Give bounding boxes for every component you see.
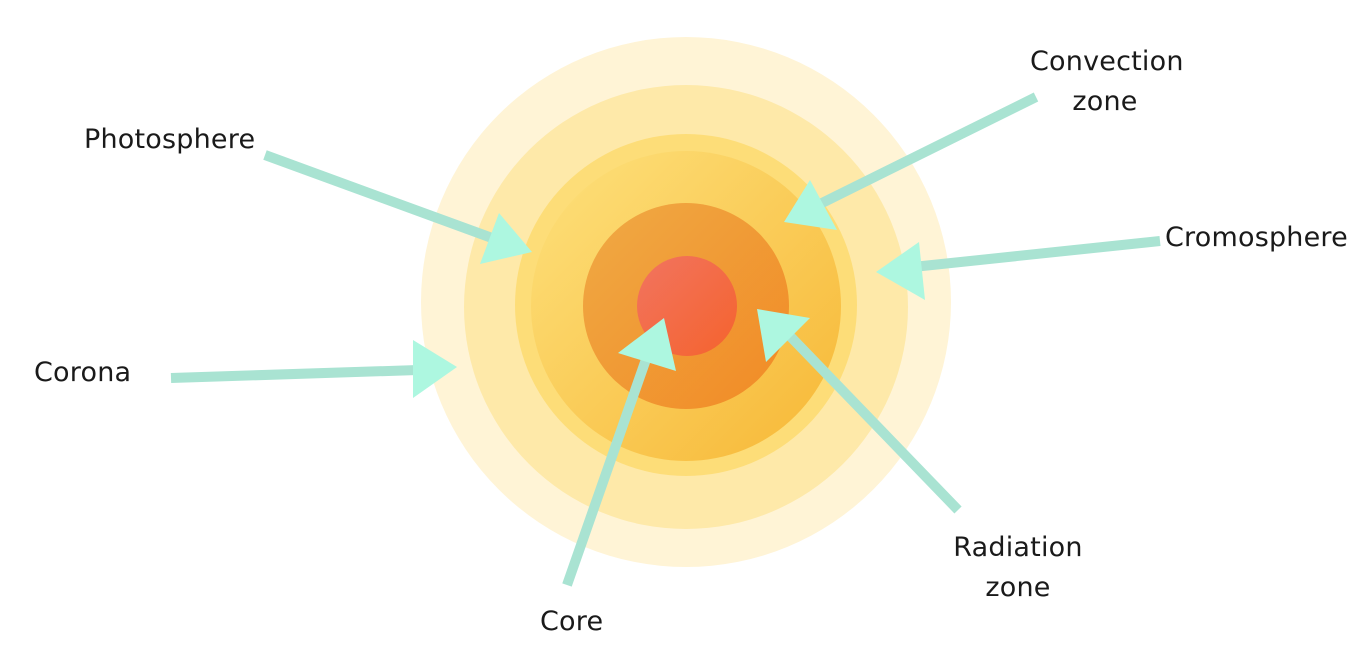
radiation-zone-label: Radiation zone: [948, 528, 1088, 608]
photosphere-arrow: [263, 150, 532, 264]
core-arrow: [562, 318, 676, 587]
convection-zone-label: Convection zone: [1030, 42, 1184, 122]
corona-label: Corona: [34, 357, 132, 388]
convection-zone-arrow: [784, 92, 1039, 230]
radiation-zone-label-line1: Radiation: [953, 532, 1083, 563]
cromosphere-arrow: [876, 236, 1161, 300]
photosphere-label: Photosphere: [84, 124, 256, 155]
corona-arrow: [170, 340, 457, 398]
radiation-zone-label-line2: zone: [985, 572, 1051, 603]
core-label: Core: [540, 606, 604, 637]
convection-zone-label-line1: Convection: [1030, 46, 1184, 77]
convection-zone-label-line2: zone: [1072, 86, 1138, 117]
cromosphere-label: Cromosphere: [1165, 222, 1348, 253]
radiation-zone-arrow: [757, 309, 962, 514]
